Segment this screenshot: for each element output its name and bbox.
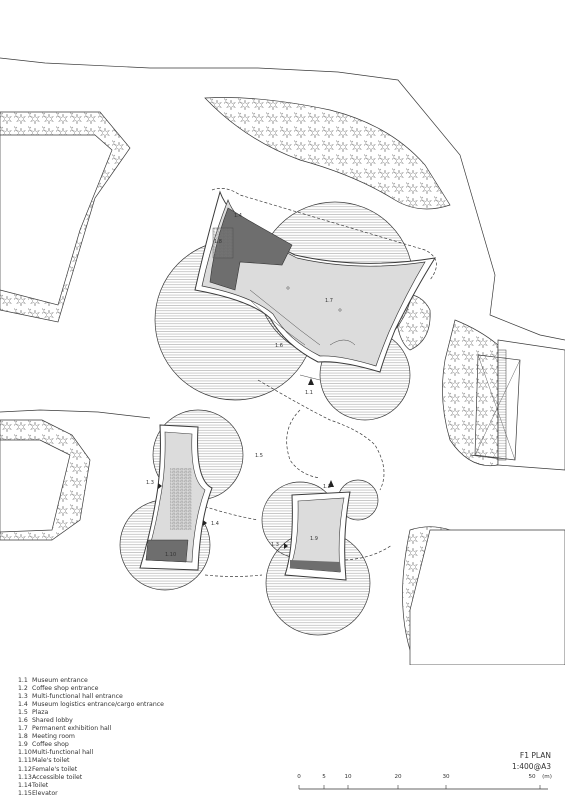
legend-text: Toilet <box>32 781 49 789</box>
logistics-arrow-icon <box>203 520 207 526</box>
label-1-8: 1.8 <box>214 239 222 245</box>
legend-number: 1.7 <box>18 725 28 733</box>
label-1-5: 1.5 <box>255 453 263 459</box>
scale-tick-5: 5 <box>322 774 326 780</box>
coffee-side-arrow-icon <box>284 543 288 549</box>
label-1-10: 1.10 <box>165 552 176 558</box>
legend-item: 1.5 Plaza <box>18 709 164 717</box>
legend-number: 1.3 <box>18 693 28 701</box>
scale-tick-10: 10 <box>344 774 352 780</box>
legend-number: 1.11 <box>18 757 32 765</box>
legend-text: Male's toilet <box>32 757 70 765</box>
coffee-shop-building <box>284 480 351 581</box>
legend-number: 1.15 <box>18 789 32 797</box>
label-1-2: 1.2 <box>323 484 331 490</box>
legend-text: Coffee shop <box>32 741 69 749</box>
adjacent-hatch-strip <box>497 349 507 461</box>
legend-text: Multi-functional hall entrance <box>32 693 123 701</box>
legend-text: Meeting room <box>32 733 75 741</box>
plan-title: F1 PLAN <box>519 751 551 760</box>
museum-entrance-arrow-icon <box>308 378 314 385</box>
plan-scale: 1:400@A3 <box>511 762 551 771</box>
legend-number: 1.6 <box>18 717 28 725</box>
scale-bar <box>298 785 548 790</box>
label-1-9: 1.9 <box>310 536 318 542</box>
legend-item: 1.2 Coffee shop entrance <box>18 685 164 693</box>
legend-text: Female's toilet <box>32 765 78 773</box>
legend-text: Museum logistics entrance/cargo entrance <box>32 701 164 709</box>
label-1-3-coffee: 1.3 <box>271 542 279 548</box>
legend-item: 1.4 Museum logistics entrance/cargo entra… <box>18 701 164 709</box>
meeting-room-seating <box>212 227 234 259</box>
legend-text: Elevator <box>32 789 58 797</box>
hall-seating <box>170 468 192 530</box>
legend-number: 1.13 <box>18 773 32 781</box>
museum-building <box>194 190 437 385</box>
legend-number: 1.4 <box>18 701 28 709</box>
legend-text: Multi-functional hall <box>32 749 94 757</box>
scale-unit: (m) <box>542 774 552 780</box>
legend-text: Coffee shop entrance <box>32 685 99 693</box>
legend-item: 1.8 Meeting room <box>18 733 164 741</box>
scale-tick-20: 20 <box>394 774 402 780</box>
legend-text: Permanent exhibition hall <box>32 725 112 733</box>
legend-number: 1.14 <box>18 781 32 789</box>
coffee-service-core <box>290 560 341 572</box>
legend-text: Plaza <box>32 709 49 717</box>
adjacent-buildings <box>0 134 565 665</box>
label-1-6: 1.6 <box>275 343 283 349</box>
legend-item: 1.6 Shared lobby <box>18 717 164 725</box>
legend-number: 1.10 <box>18 749 32 757</box>
label-1-4: 1.4 <box>234 213 242 219</box>
legend-item: 1.7 Permanent exhibition hall <box>18 725 164 733</box>
legend-number: 1.9 <box>18 741 28 749</box>
hall-service-core <box>145 539 189 563</box>
legend: 1.1 Museum entrance 1.2 Coffee shop entranc… <box>18 677 164 798</box>
hall-entrance-arrow-icon <box>158 483 162 489</box>
legend-text: Museum entrance <box>32 677 88 684</box>
legend-text: Shared lobby <box>32 717 73 725</box>
plan-labels: 1.1 1.2 1.3 1.4 1.5 1.6 1.7 1.8 1.9 1.10… <box>146 213 333 558</box>
coffee-entrance-arrow-icon <box>328 480 334 487</box>
label-1-7: 1.7 <box>325 298 333 304</box>
legend-item: 1.9 Coffee shop <box>18 741 164 749</box>
multifunctional-hall-building <box>139 424 213 571</box>
title-block: F1 PLAN 1:400@A3 <box>512 750 551 772</box>
legend-number: 1.2 <box>18 685 28 693</box>
legend-number: 1.12 <box>18 765 32 773</box>
scale-tick-50: 50 <box>528 774 536 780</box>
scale-tick-30: 30 <box>442 774 450 780</box>
scale-tick-0: 0 <box>297 774 301 780</box>
label-1-4-hall: 1.4 <box>211 521 219 527</box>
legend-number: 1.5 <box>18 709 28 717</box>
label-1-3: 1.3 <box>146 480 154 486</box>
label-1-1: 1.1 <box>305 390 313 396</box>
legend-text: Accessible toilet <box>32 773 83 781</box>
legend-number: 1.1 <box>18 677 28 684</box>
legend-item: 1.1 Museum entrance <box>18 677 164 685</box>
legend-number: 1.8 <box>18 733 28 741</box>
legend-item: 1.3 Multi-functional hall entrance <box>18 693 164 701</box>
